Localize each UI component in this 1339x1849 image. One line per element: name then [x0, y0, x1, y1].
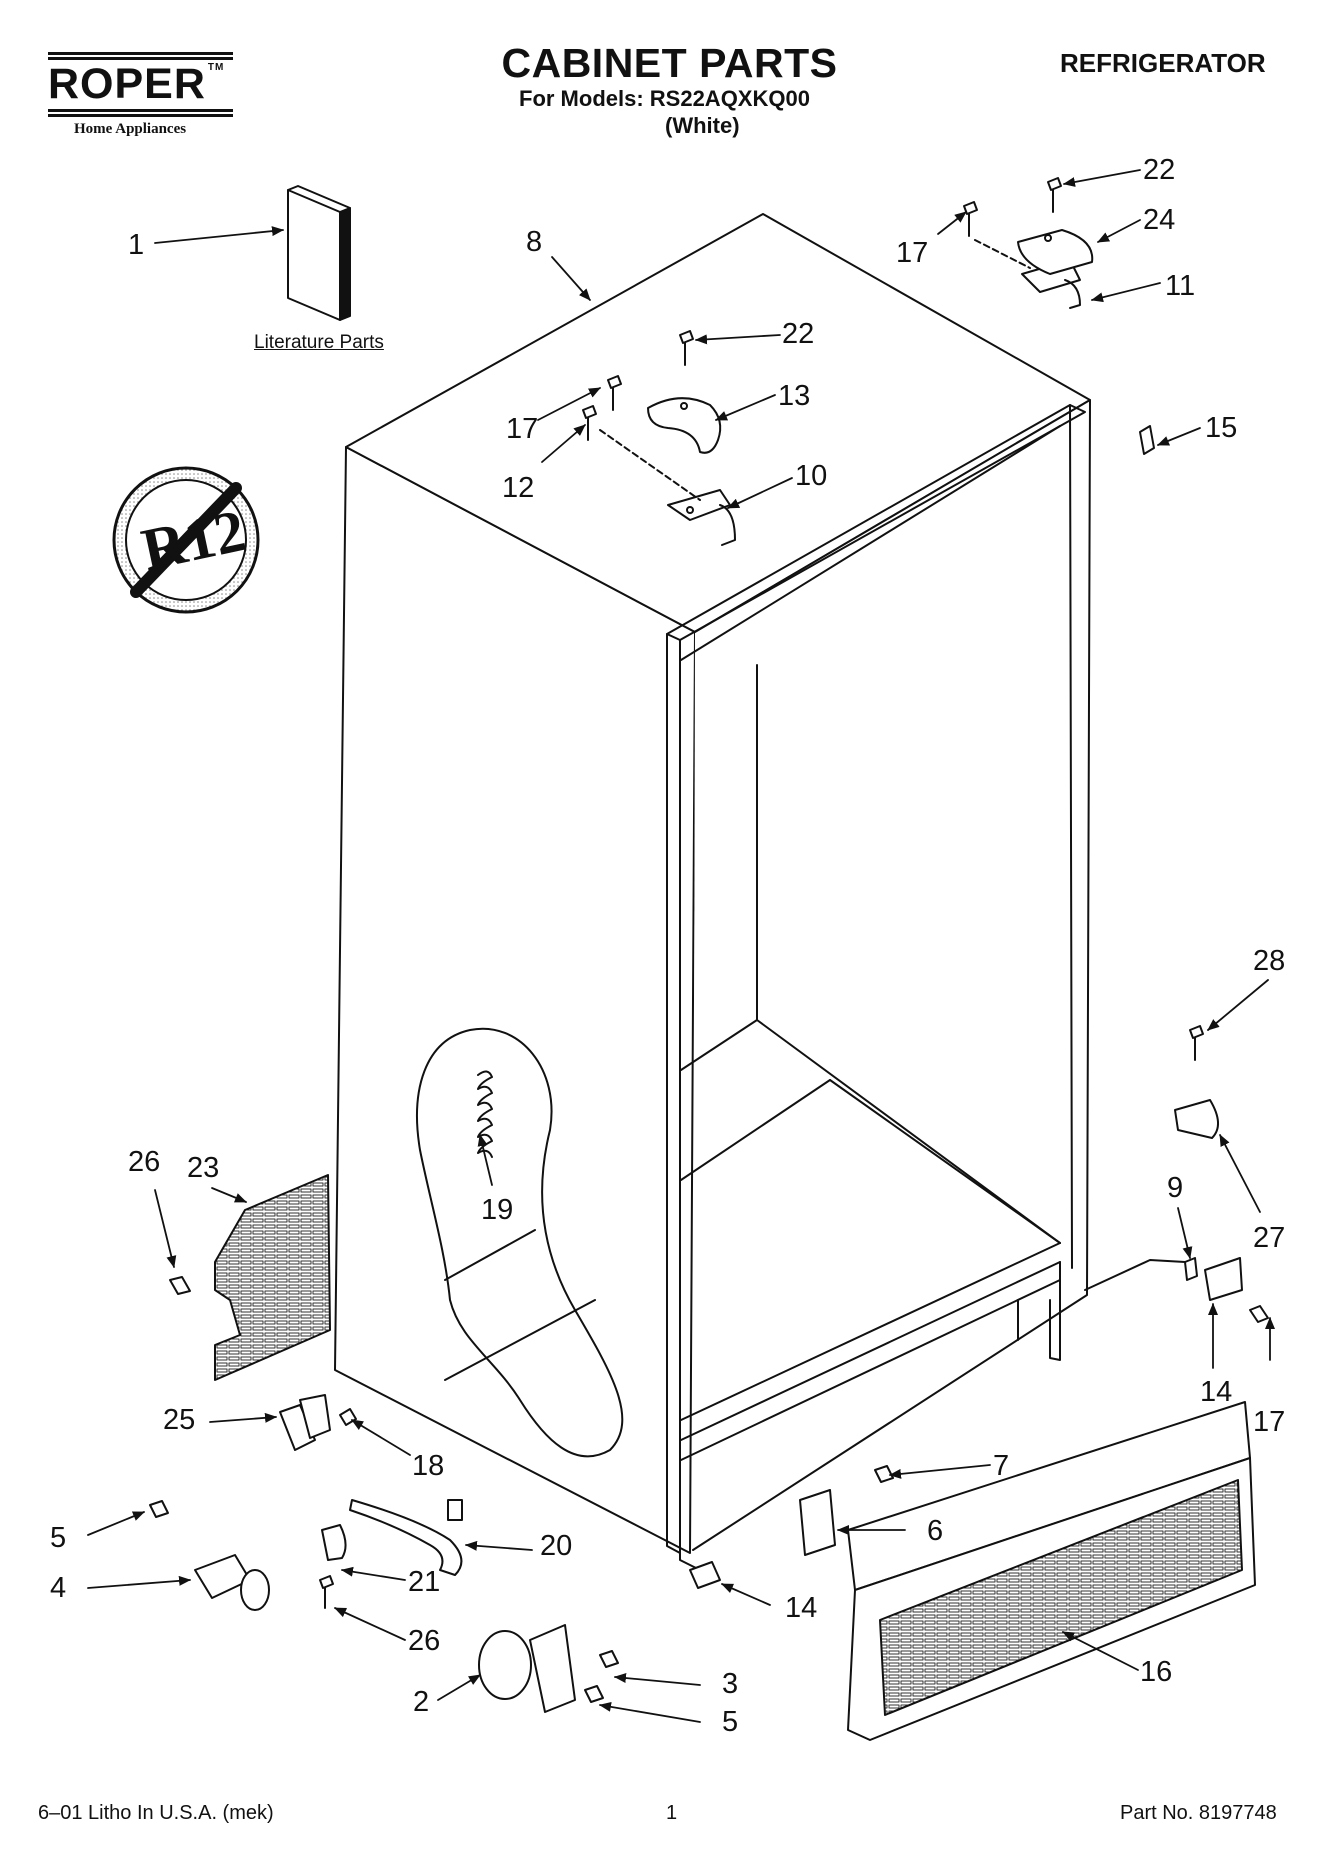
callout-15: 15 — [1205, 412, 1238, 444]
no-r12-badge — [112, 466, 260, 614]
bracket-27 — [1174, 1025, 1219, 1139]
callout-14-lower: 14 — [785, 1592, 818, 1624]
dashed-leader-left — [599, 429, 701, 501]
dashed-leader-right — [974, 239, 1031, 269]
callout-18: 18 — [412, 1450, 445, 1482]
callout-7: 7 — [993, 1450, 1010, 1482]
category-label: REFRIGERATOR — [1060, 48, 1266, 78]
callout-22-mid: 22 — [782, 318, 815, 350]
cabinet-body — [334, 213, 1091, 1571]
callout-4: 4 — [50, 1572, 67, 1604]
callout-6: 6 — [927, 1515, 944, 1547]
brand-subtitle: Home Appliances — [74, 121, 187, 137]
callout-9: 9 — [1167, 1172, 1184, 1204]
callout-17-top: 17 — [896, 237, 929, 269]
hinge-cover-13 — [647, 397, 722, 454]
clip-21 — [319, 1524, 347, 1609]
callout-22-top: 22 — [1143, 154, 1176, 186]
callout-10: 10 — [795, 460, 828, 492]
roller-4 — [149, 1500, 270, 1611]
tube-20 — [349, 1499, 463, 1576]
brand-name: ROPER — [48, 60, 206, 108]
callout-5-left: 5 — [50, 1522, 67, 1554]
logo-top-bar — [48, 52, 233, 60]
callout-14-right: 14 — [1200, 1376, 1233, 1408]
callout-19: 19 — [481, 1194, 514, 1226]
leader-arrows — [87, 169, 1275, 1723]
base-grille-16 — [847, 1401, 1256, 1741]
literature-parts-label: Literature Parts — [254, 332, 384, 353]
roller-bracket-2 — [478, 1624, 619, 1713]
bracket-25 — [279, 1394, 357, 1451]
callout-17-mid: 17 — [506, 413, 539, 445]
callout-27: 27 — [1253, 1222, 1286, 1254]
callout-12: 12 — [502, 472, 535, 504]
callout-20: 20 — [540, 1530, 573, 1562]
footer-page-number: 1 — [666, 1802, 678, 1824]
callout-23: 23 — [187, 1152, 220, 1184]
color-line: (White) — [665, 113, 740, 138]
callout-24: 24 — [1143, 204, 1176, 236]
spring-part-19 — [477, 1070, 493, 1158]
callout-21: 21 — [408, 1566, 441, 1598]
callout-25: 25 — [163, 1404, 196, 1436]
callout-13: 13 — [778, 380, 811, 412]
callout-16: 16 — [1140, 1656, 1173, 1688]
callout-8: 8 — [526, 226, 543, 258]
literature-booklet — [287, 185, 351, 321]
trademark: TM — [207, 62, 225, 73]
callout-3: 3 — [722, 1668, 739, 1700]
callout-2: 2 — [413, 1686, 430, 1718]
screws-top — [582, 177, 1155, 455]
callout-5-right: 5 — [722, 1706, 739, 1738]
rear-grille-23 — [169, 1174, 331, 1381]
callout-17-right: 17 — [1253, 1406, 1286, 1438]
callout-1: 1 — [128, 229, 145, 261]
bracket-9-14 — [1084, 1257, 1269, 1323]
models-line: For Models: RS22AQXKQ00 — [519, 86, 810, 111]
bracket-6 — [799, 1465, 894, 1556]
callout-26-lower: 26 — [408, 1625, 441, 1657]
footer-part-number: Part No. 8197748 — [1120, 1802, 1277, 1824]
footer-litho: 6–01 Litho In U.S.A. (mek) — [38, 1802, 274, 1824]
clip-14-lower — [689, 1561, 721, 1589]
hinge-cover-24 — [1017, 229, 1094, 275]
callout-26-upper: 26 — [128, 1146, 161, 1178]
page-title: CABINET PARTS — [501, 40, 838, 86]
callout-28: 28 — [1253, 945, 1286, 977]
logo-bottom-bar — [48, 109, 233, 117]
callout-11: 11 — [1165, 270, 1196, 302]
